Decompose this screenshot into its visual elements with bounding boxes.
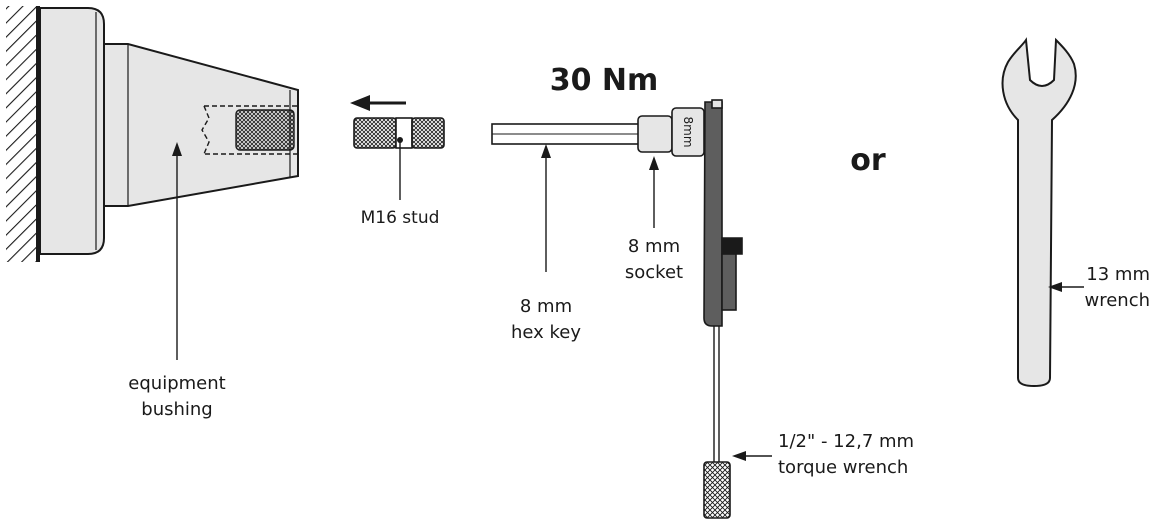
stud-label: M16 stud	[361, 208, 440, 228]
torque-value: 30 Nm	[550, 63, 659, 98]
open-wrench-label-line1: 13 mm	[1086, 264, 1150, 285]
or-connector: or	[850, 143, 886, 178]
open-end-wrench-icon	[1001, 37, 1077, 388]
torque-wrench-icon	[703, 99, 743, 519]
hatched-wall-icon	[6, 6, 40, 262]
m16-stud-icon	[353, 117, 445, 149]
open-wrench-label-line2: wrench	[1084, 290, 1150, 311]
bushing-label-line1: equipment	[128, 373, 225, 394]
torque-wrench-label-line1: 1/2" - 12,7 mm	[778, 431, 914, 452]
arrow-left-icon	[350, 95, 406, 111]
bushing-label-line2: bushing	[141, 399, 212, 420]
equipment-bushing-icon	[39, 7, 299, 255]
socket-label-line1: 8 mm	[628, 236, 680, 257]
leader-lines	[172, 137, 1084, 461]
hex-key-label-line1: 8 mm	[520, 296, 572, 317]
hex-key-icon	[491, 123, 643, 145]
torque-wrench-label-line2: torque wrench	[778, 457, 908, 478]
socket-label-line2: socket	[625, 262, 683, 283]
socket-marking: 8mm	[681, 116, 695, 147]
socket-icon	[637, 107, 705, 157]
hex-key-label-line2: hex key	[511, 322, 581, 343]
